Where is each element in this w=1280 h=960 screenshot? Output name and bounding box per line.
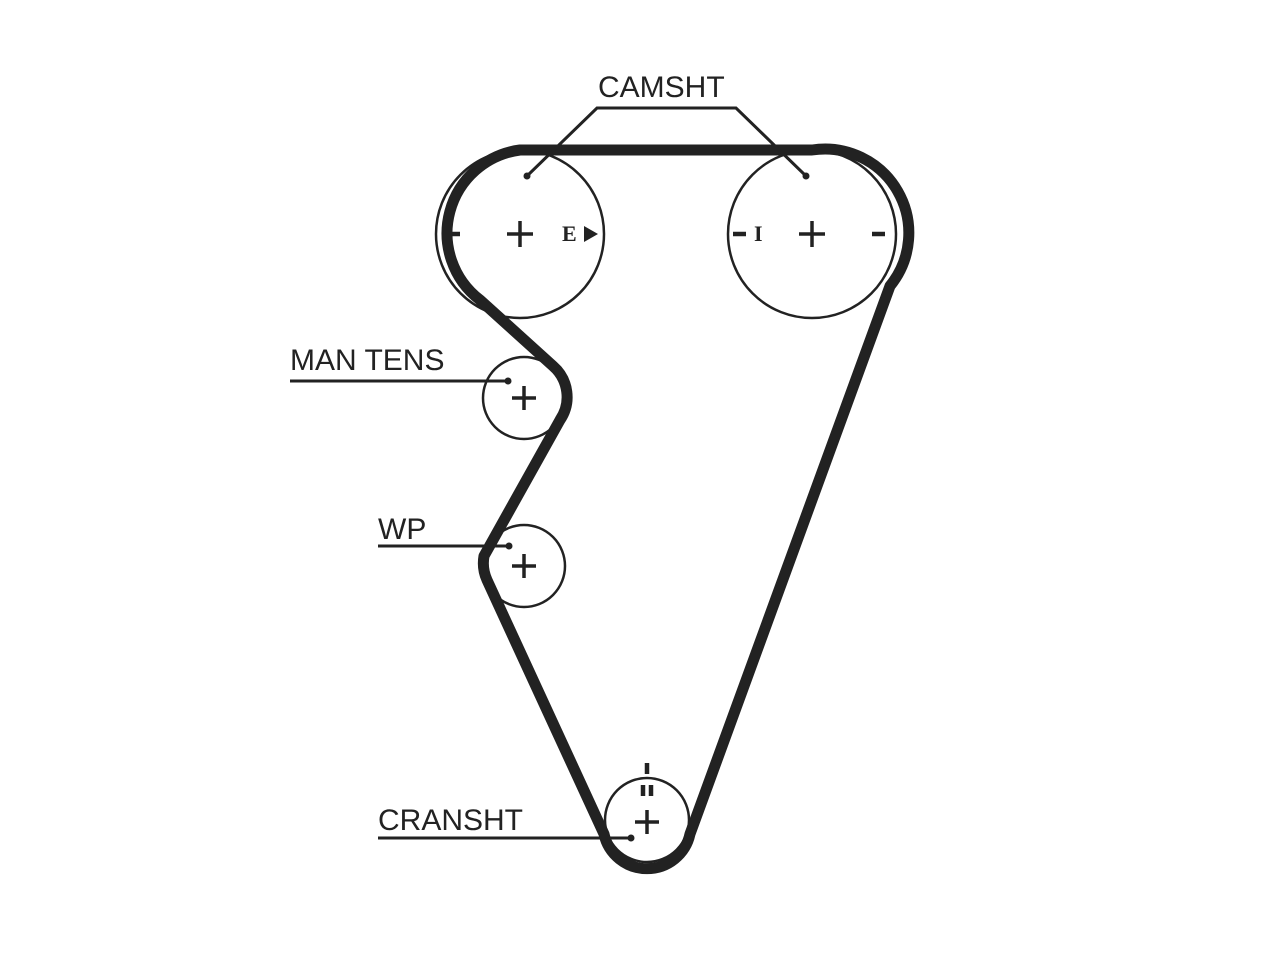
crankshaft-leader-dot — [627, 834, 635, 842]
intake-cam-center-cross — [799, 221, 825, 247]
tensioner-center-cross — [512, 386, 536, 410]
exhaust-cam-arrow-icon — [584, 226, 598, 242]
crankshaft-center-cross — [635, 810, 659, 834]
camshaft-label: CAMSHT — [598, 71, 725, 104]
crankshaft-label: CRANSHT — [378, 804, 523, 837]
intake-cam-mark-letter: I — [754, 221, 763, 246]
camshaft-leader-dot-right — [802, 172, 810, 180]
camshaft-leader-line — [525, 106, 808, 178]
water-pump-center-cross — [512, 554, 536, 578]
manual-tensioner-label: MAN TENS — [290, 344, 444, 377]
exhaust-cam-center-cross — [507, 221, 533, 247]
camshaft-leader-dot-left — [523, 172, 531, 180]
manual-tensioner-leader-dot — [504, 377, 512, 385]
water-pump-label: WP — [378, 513, 426, 546]
exhaust-cam-mark-letter: E — [562, 221, 577, 246]
water-pump-leader-dot — [505, 542, 513, 550]
